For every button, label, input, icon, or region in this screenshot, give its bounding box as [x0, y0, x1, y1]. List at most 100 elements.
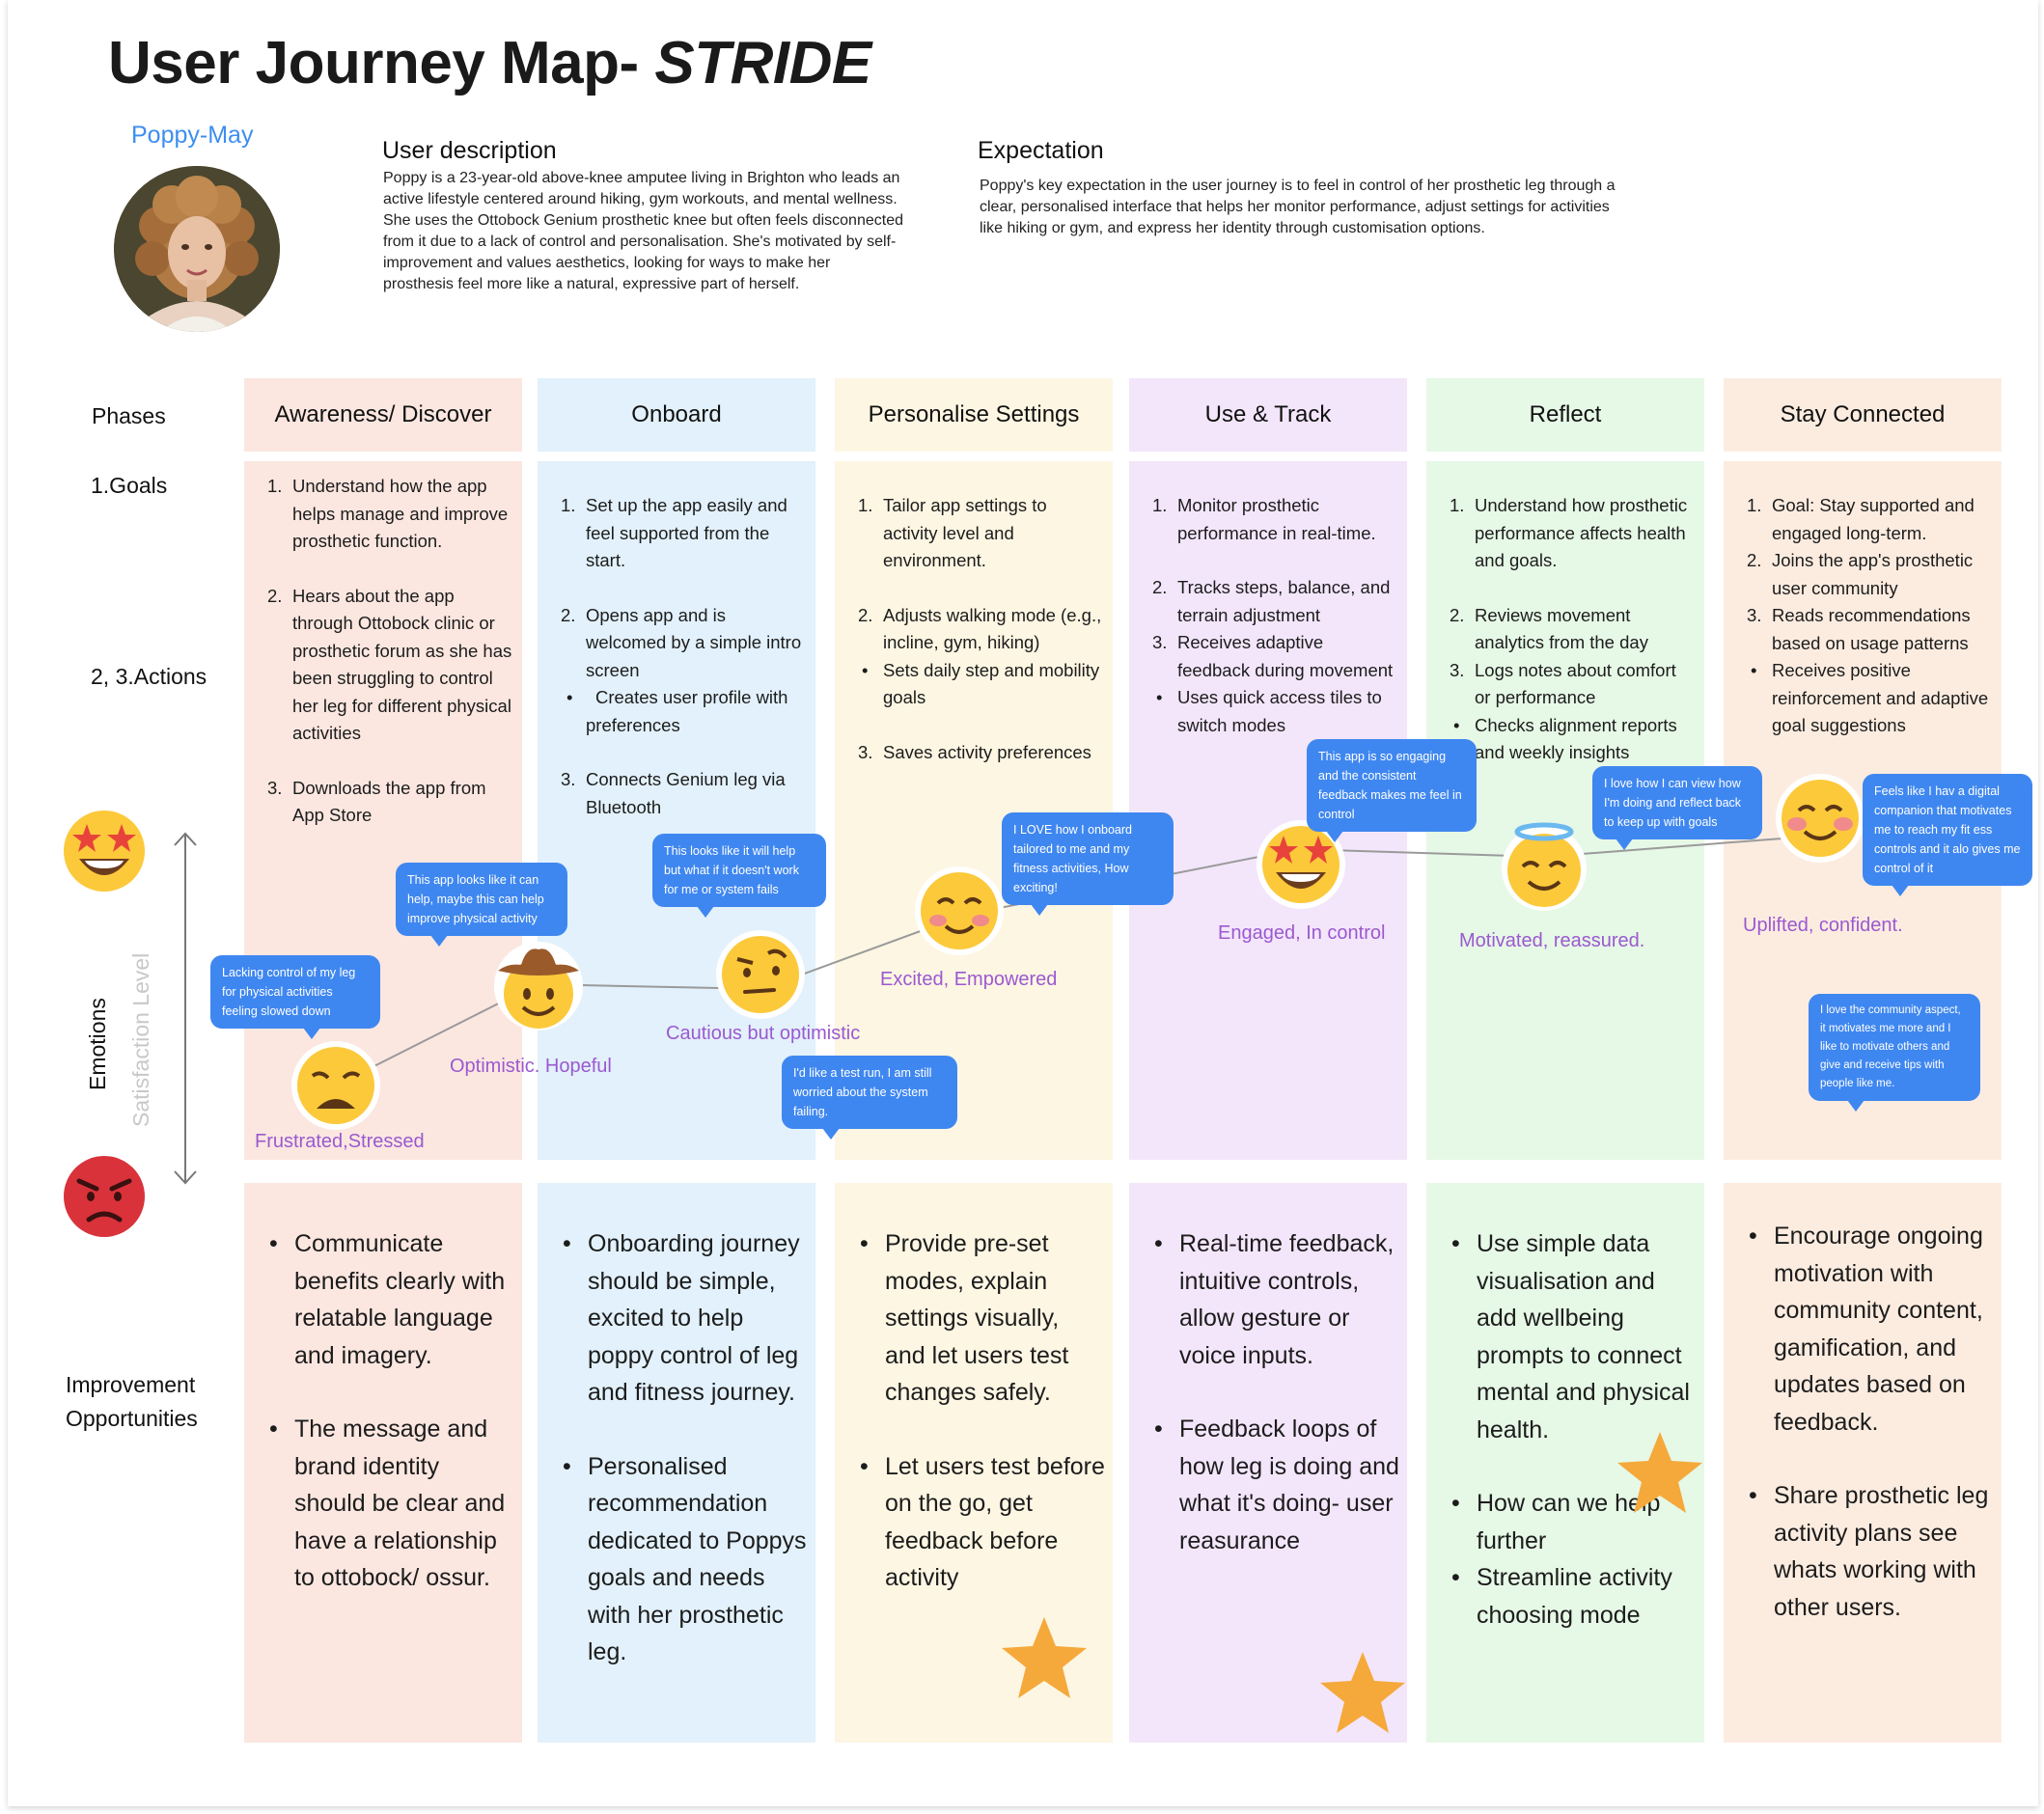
goal-number: 2.	[858, 604, 873, 625]
persona-avatar	[114, 166, 280, 332]
improvement-item: •Encourage ongoing motivation with commu…	[1747, 1218, 1994, 1441]
goal-number: 2.	[267, 585, 283, 606]
goal-item: 1.Understand how the app helps manage an…	[267, 473, 512, 556]
improvement-text: Feedback loops of how leg is doing and w…	[1179, 1415, 1399, 1554]
improvement-list-use-track: • Real-time feedback, intuitive controls,…	[1152, 1225, 1399, 1559]
goal-text: Set up the app easily and feel supported…	[586, 495, 787, 570]
phase-header-use-track: Use & Track	[1129, 378, 1407, 452]
halo-face-icon	[1502, 822, 1587, 911]
improvement-item: •How can we help further	[1450, 1485, 1697, 1559]
goal-text: Uses quick access tiles to switch modes	[1177, 687, 1382, 735]
goal-number: 3.	[858, 741, 873, 762]
cowboy-face-icon	[494, 942, 583, 1031]
emotion-label-awareness: Frustrated,Stressed	[255, 1131, 425, 1152]
improvement-panel-use-track	[1129, 1183, 1407, 1743]
bullet: •	[1749, 1482, 1757, 1509]
goal-item: 2.Hears about the app through Ottobock c…	[267, 583, 512, 748]
goals-list-stay-connected: 1.Goal: Stay supported and engaged long-…	[1747, 492, 1992, 740]
quote-bubble-use-track: This app is so engaging and the consiste…	[1307, 739, 1477, 842]
goal-item: 1. Understand how prosthetic performance …	[1450, 492, 1695, 575]
goals-list-onboard: 1.Set up the app easily and feel support…	[561, 492, 806, 821]
improvement-item: •Onboarding journey should be simple, ex…	[561, 1225, 808, 1412]
improvement-text: Streamline activity choosing mode	[1477, 1564, 1672, 1629]
goal-item: • Receives positive reinforcement and ada…	[1747, 657, 1992, 740]
improvement-panel-awareness	[244, 1183, 522, 1743]
goal-number: •	[1751, 660, 1757, 680]
persona-name: Poppy-May	[131, 122, 254, 149]
row-label-emotions: Emotions	[85, 998, 110, 1090]
goal-number: 3.	[561, 769, 576, 789]
goal-number: 3.	[1152, 632, 1168, 652]
bullet: •	[1451, 1230, 1460, 1257]
goal-number: 2.	[561, 604, 576, 625]
bullet: •	[269, 1230, 278, 1257]
improvement-list-awareness: • Communicate benefits clearly with relat…	[267, 1225, 514, 1597]
emotion-label-reflect: Motivated, reassured.	[1459, 930, 1645, 951]
improvement-item: •Streamline activity choosing mode	[1450, 1559, 1697, 1634]
star-eyes-face-icon	[1257, 820, 1345, 909]
goal-text: Logs notes about comfort or performance	[1475, 659, 1676, 708]
expectation-heading: Expectation	[978, 137, 1104, 164]
goal-text: Tracks steps, balance, and terrain adjus…	[1177, 577, 1391, 625]
improvement-item: •The message and brand identity should b…	[267, 1411, 514, 1597]
goal-text: Goal: Stay supported and engaged long-te…	[1772, 495, 1975, 543]
goal-item: 2.Opens app and is welcomed by a simple …	[561, 602, 806, 685]
goal-text: Reads recommendations based on usage pat…	[1772, 605, 1971, 653]
quote-bubble-personalise-1: This looks like it will help but what if…	[652, 834, 826, 918]
row-label-satisfaction: Satisfaction Level	[128, 952, 153, 1127]
goals-list-reflect: 1. Understand how prosthetic performance …	[1450, 492, 1695, 767]
bullet: •	[1154, 1230, 1163, 1257]
smiling-blush-face-icon	[1776, 774, 1864, 863]
raised-eyebrow-face-icon	[716, 930, 805, 1019]
row-label-goals: 1.Goals	[91, 473, 168, 498]
goal-text: Monitor prosthetic performance in real-t…	[1177, 495, 1376, 543]
quote-bubble-reflect: I love how I can view how I'm doing and …	[1592, 766, 1762, 850]
goal-item: 1.Tailor app settings to activity level …	[858, 492, 1103, 575]
goal-item: •Creates user profile with preferences	[561, 684, 806, 739]
bullet: •	[1749, 1223, 1757, 1250]
improvement-text: Provide pre-set modes, explain settings …	[885, 1230, 1069, 1406]
goal-number: 3.	[1450, 659, 1465, 680]
improvement-text: Real-time feedback, intuitive controls, …	[1179, 1230, 1395, 1369]
emotion-label-personalise-excited: Excited, Empowered	[880, 969, 1058, 990]
goal-number: 1.	[1152, 495, 1168, 515]
row-label-actions: 2, 3.Actions	[91, 664, 207, 689]
improvement-text: Use simple data visualisation and add we…	[1477, 1230, 1690, 1443]
goal-item: 3. Saves activity preferences	[858, 739, 1103, 767]
bullet: •	[860, 1230, 869, 1257]
goal-text: Understand how prosthetic performance af…	[1475, 495, 1688, 570]
emotion-label-personalise-cautious: Cautious but optimistic	[666, 1023, 861, 1044]
phase-header-reflect: Reflect	[1426, 378, 1704, 452]
goal-item: •Uses quick access tiles to switch modes	[1152, 684, 1397, 739]
quote-bubble-onboard: This app looks like it can help, maybe t…	[396, 863, 567, 947]
improvement-text: Let users test before on the go, get fee…	[885, 1452, 1105, 1592]
goal-text: Saves activity preferences	[883, 741, 1091, 762]
improvement-list-stay-connected: •Encourage ongoing motivation with commu…	[1747, 1218, 1994, 1626]
goal-number: 1.	[1450, 495, 1465, 515]
bullet: •	[860, 1452, 869, 1480]
improvement-item: •Feedback loops of how leg is doing and …	[1152, 1411, 1399, 1559]
goal-item: 3. Receives adaptive feedback during move…	[1152, 629, 1397, 684]
goal-text: Joins the app's prosthetic user communit…	[1772, 550, 1974, 598]
goal-text: Receives positive reinforcement and adap…	[1772, 660, 1989, 735]
improvement-item: • Communicate benefits clearly with relat…	[267, 1225, 514, 1374]
star-icon	[1002, 1617, 1087, 1698]
bullet: •	[1451, 1490, 1460, 1517]
goal-text: Checks alignment reports and weekly insi…	[1475, 714, 1677, 763]
goal-text: Receives adaptive feedback during moveme…	[1177, 632, 1394, 680]
improvement-text: Communicate benefits clearly with relata…	[294, 1230, 506, 1369]
goal-item: •Sets daily step and mobility goals	[858, 657, 1103, 712]
phase-header-personalise: Personalise Settings	[835, 378, 1113, 452]
improvement-item: • Provide pre-set modes, explain settings…	[858, 1225, 1105, 1412]
goal-item: 3. Logs notes about comfort or performanc…	[1450, 657, 1695, 712]
goal-text: Creates user profile with preferences	[586, 687, 788, 735]
bullet: •	[563, 1230, 571, 1257]
user-description-heading: User description	[382, 137, 557, 164]
row-label-phases: Phases	[92, 403, 166, 428]
goal-number: 1.	[858, 495, 873, 515]
goal-text: Reviews movement analytics from the day	[1475, 604, 1648, 653]
star-icon	[1617, 1432, 1702, 1513]
goal-text: Adjusts walking mode (e.g., incline, gym…	[883, 604, 1102, 653]
user-description-text: Poppy is a 23-year-old above-knee ampute…	[383, 170, 903, 292]
angry-face-icon	[64, 1156, 145, 1237]
